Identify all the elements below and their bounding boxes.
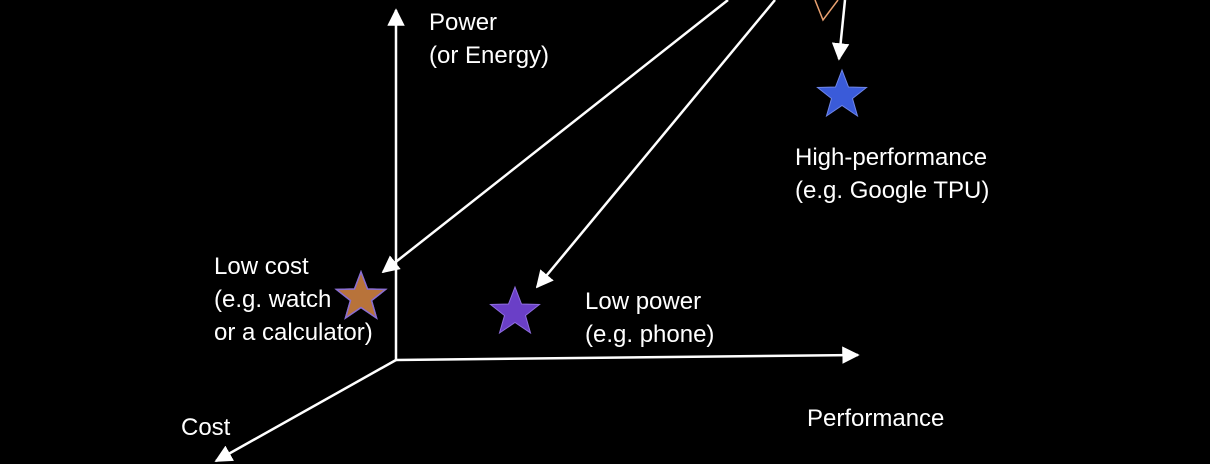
arrow-to-low-cost: [381, 0, 729, 274]
low-cost-label: Low cost (e.g. watch or a calculator): [214, 250, 373, 349]
star-low-power: [489, 285, 541, 335]
power-axis-label-line-2: (or Energy): [429, 42, 550, 69]
power-axis-label: Power (or Energy): [429, 6, 549, 72]
cost-axis: [214, 358, 397, 463]
cost-axis-label: Cost: [181, 414, 231, 441]
low-power-label: Low power (e.g. phone): [585, 285, 714, 351]
power-axis-label-line-1: Power: [429, 9, 498, 36]
low-cost-label-line-3: or a calculator): [214, 319, 373, 346]
low-cost-label-line-2: (e.g. watch: [214, 286, 332, 313]
callout-shape-fragment: [814, 0, 839, 22]
high-performance-label: High-performance (e.g. Google TPU): [795, 141, 989, 207]
low-power-label-line-2: (e.g. phone): [585, 321, 715, 348]
star-high-performance: [816, 68, 868, 118]
performance-axis-label: Performance: [807, 405, 945, 432]
arrow-to-low-power: [535, 0, 776, 289]
high-performance-label-line-2: (e.g. Google TPU): [795, 177, 990, 204]
low-power-label-line-1: Low power: [585, 288, 702, 315]
performance-axis: [395, 346, 860, 364]
arrow-to-high-performance: [831, 0, 850, 61]
low-cost-label-line-1: Low cost: [214, 253, 309, 280]
high-performance-label-line-1: High-performance: [795, 144, 988, 171]
